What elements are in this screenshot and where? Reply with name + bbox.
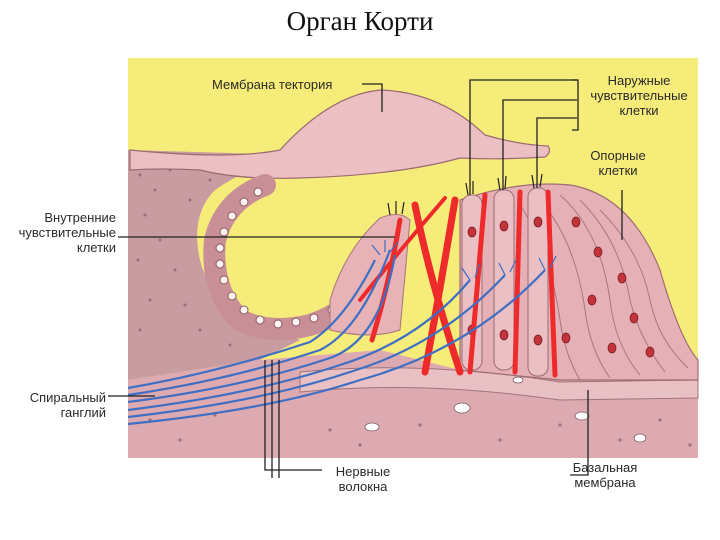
basilar-tissue-band <box>128 350 698 458</box>
stereocilia <box>387 173 543 216</box>
label-inner-hair-cells: Внутренние чувствительные клетки <box>4 210 116 255</box>
outer-hair-cell-nuclei <box>467 216 543 346</box>
label-basilar-membrane: Базальная мембрана <box>560 460 650 490</box>
diagram-title: Орган Корти <box>286 6 434 36</box>
bottom-texture <box>148 413 692 447</box>
leader-tectorial <box>362 83 383 112</box>
pillar-cells <box>358 189 558 378</box>
leader-lines <box>108 79 623 478</box>
label-tectorial-membrane: Мембрана тектория <box>212 77 332 92</box>
label-supporting-cells: Опорные клетки <box>583 148 653 178</box>
inner-hair-cells-line1: Внутренние <box>44 210 116 225</box>
leader-basilar <box>570 390 589 476</box>
label-outer-hair-cells: Наружные чувствительные клетки <box>583 73 695 118</box>
outer-hair-cells <box>461 187 549 377</box>
supporting-cells-line2: клетки <box>598 163 638 178</box>
inner-sulcus-cells <box>203 174 361 340</box>
basilar-membrane-line1: Базальная <box>572 460 638 475</box>
basilar-membrane-strip <box>299 367 699 401</box>
label-nerve-fibers: Нервные волокна <box>322 464 404 494</box>
outer-hair-cells-line1: Наружные <box>607 73 671 88</box>
supporting-cells-line1: Опорные <box>590 148 646 163</box>
sulcus-cell-nuclei <box>215 187 337 329</box>
tectorial-membrane-text: Мембрана тектория <box>212 77 333 92</box>
spiral-ganglion-line2: ганглий <box>60 405 106 420</box>
label-spiral-ganglion: Спиральный ганглий <box>4 390 106 420</box>
inner-hair-cells-line2: чувствительные <box>18 225 116 240</box>
tectorial-membrane <box>129 89 551 179</box>
outer-hair-cells-line3: клетки <box>619 103 659 118</box>
nerve-fibers <box>127 249 546 426</box>
nerve-fibers-line2: волокна <box>338 479 388 494</box>
leader-outer-hair-cells <box>469 79 577 195</box>
supporting-cell-nuclei <box>561 216 655 358</box>
spiral-ganglion-line1: Спиральный <box>29 390 106 405</box>
basilar-membrane-line2: мембрана <box>574 475 636 490</box>
outer-hair-cells-line2: чувствительные <box>590 88 688 103</box>
leader-outer-bracket <box>572 79 579 131</box>
nerve-endings <box>371 240 557 281</box>
tissue-holes <box>364 376 647 443</box>
inner-hair-cells-line3: клетки <box>76 240 116 255</box>
nerve-fibers-line1: Нервные <box>335 464 391 479</box>
leader-nerve-fibers <box>264 360 322 478</box>
